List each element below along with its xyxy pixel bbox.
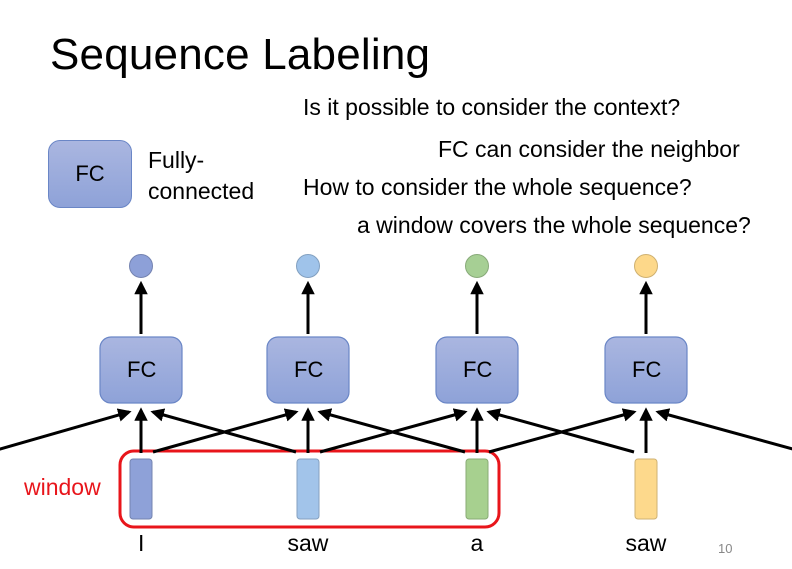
word-label: a [470,530,484,556]
output-node [634,254,658,278]
word-label: saw [287,530,329,556]
input-vector [296,458,320,520]
context-arrow-left [152,408,299,454]
input-vector [634,458,658,520]
legend-fc-description: Fully-connected [148,147,255,204]
fc-box [435,336,519,404]
input-vector [129,458,153,520]
answer-neighbor: FC can consider the neighbor [438,136,740,162]
context-arrow-left [0,408,132,451]
question-context: Is it possible to consider the context? [303,94,681,120]
word-label: I [138,530,145,556]
context-arrow-right [655,408,792,451]
context-arrow-left [488,408,637,454]
fc-box [99,336,183,404]
fc-label: FC [294,357,324,382]
legend-fc-box: FC [48,140,132,208]
question-window-covers: a window covers the whole sequence? [357,212,751,238]
window-label: window [24,474,101,500]
output-node [296,254,320,278]
output-node [465,254,489,278]
word-label: saw [625,530,667,556]
input-vector [465,458,489,520]
fc-box [604,336,688,404]
output-node [129,254,153,278]
fc-box [266,336,350,404]
fc-label: FC [463,357,493,382]
fc-label: FC [127,357,157,382]
context-arrow-left [319,408,468,454]
question-whole-sequence: How to consider the whole sequence? [303,174,692,200]
slide-title: Sequence Labeling [50,30,431,79]
page-number: 10 [718,541,733,556]
fc-label: FC [632,357,662,382]
